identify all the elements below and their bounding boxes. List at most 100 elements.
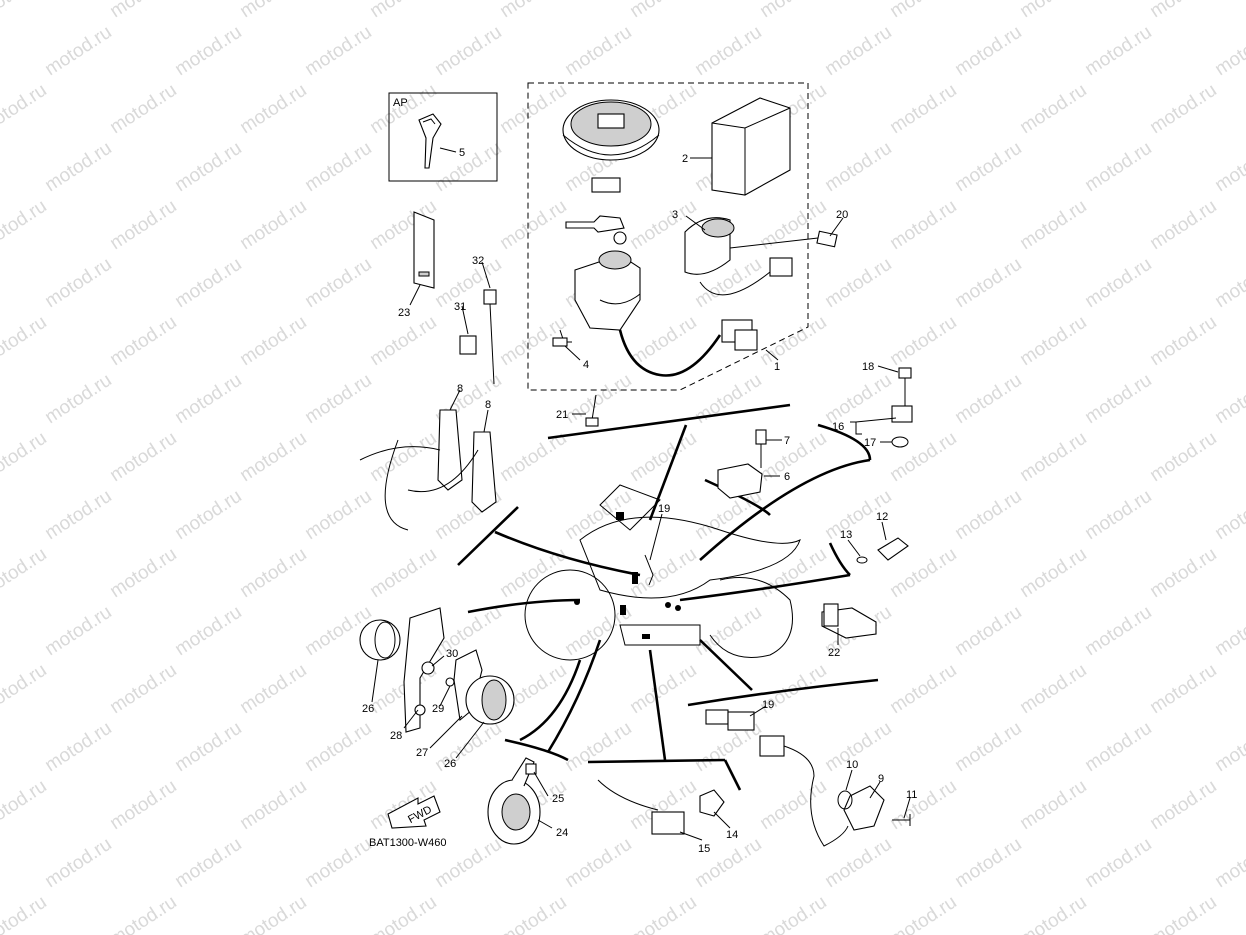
watermark-text: motod.ru <box>1016 776 1090 834</box>
watermark-text: motod.ru <box>0 0 51 22</box>
watermark-text: motod.ru <box>1016 312 1090 370</box>
watermark-text: motod.ru <box>1146 0 1220 22</box>
watermark-text: motod.ru <box>1081 254 1155 312</box>
watermark-text: motod.ru <box>106 80 180 138</box>
temperature-sensor-icon <box>891 367 913 448</box>
watermark-text: motod.ru <box>1211 370 1246 428</box>
watermark-text: motod.ru <box>691 22 765 80</box>
watermark-text: motod.ru <box>1146 196 1220 254</box>
watermark-text: motod.ru <box>951 138 1025 196</box>
watermark-text: motod.ru <box>106 0 180 22</box>
ignition-switch-icon <box>574 250 758 377</box>
callout-14: 14 <box>726 829 738 841</box>
watermark-text: motod.ru <box>951 602 1025 660</box>
watermark-text: motod.ru <box>756 196 830 254</box>
watermark-text: motod.ru <box>301 138 375 196</box>
watermark-text: motod.ru <box>496 892 570 935</box>
watermark-text: motod.ru <box>821 718 895 776</box>
callout-26a: 26 <box>362 703 374 715</box>
relay-bracket-icon <box>821 603 877 639</box>
watermark-text: motod.ru <box>301 254 375 312</box>
watermark-text: motod.ru <box>756 312 830 370</box>
watermark-text: motod.ru <box>106 776 180 834</box>
watermark-text: motod.ru <box>1016 660 1090 718</box>
watermark-text: motod.ru <box>41 486 115 544</box>
watermark-text: motod.ru <box>1081 486 1155 544</box>
watermark-text: motod.ru <box>951 718 1025 776</box>
watermark-text: motod.ru <box>236 80 310 138</box>
watermark-text: motod.ru <box>1211 22 1246 80</box>
watermark-text: motod.ru <box>496 80 570 138</box>
watermark-text: motod.ru <box>1081 602 1155 660</box>
callout-labels: 1 2 3 4 5 6 7 8 8 9 10 11 12 13 14 15 16… <box>362 147 917 855</box>
bolt-21-icon <box>585 394 599 427</box>
watermark-text: motod.ru <box>821 22 895 80</box>
watermark-text: motod.ru <box>0 312 51 370</box>
watermark-text: motod.ru <box>496 196 570 254</box>
watermark-text: motod.ru <box>366 0 440 22</box>
pressure-switch-icon <box>597 779 725 835</box>
callout-10: 10 <box>846 759 858 771</box>
callout-11: 11 <box>906 789 917 801</box>
callout-19a: 19 <box>658 503 670 515</box>
callout-5: 5 <box>459 147 465 159</box>
watermark-text: motod.ru <box>561 834 635 892</box>
callout-24: 24 <box>556 827 568 839</box>
watermark-text: motod.ru <box>41 138 115 196</box>
watermark-text: motod.ru <box>756 776 830 834</box>
clip-icon <box>459 335 477 355</box>
diagram-code: BAT1300-W460 <box>369 837 446 849</box>
watermark-text: motod.ru <box>171 370 245 428</box>
callout-7: 7 <box>784 435 790 447</box>
watermark-text: motod.ru <box>756 0 830 22</box>
callout-18: 18 <box>862 361 874 373</box>
watermark-text: motod.ru <box>951 834 1025 892</box>
watermark-text: motod.ru <box>171 22 245 80</box>
watermark-text: motod.ru <box>0 892 51 935</box>
callout-20: 20 <box>836 209 848 221</box>
callout-26b: 26 <box>444 758 456 770</box>
watermark-text: motod.ru <box>1211 718 1246 776</box>
crank-sensor-icon <box>705 709 911 847</box>
watermark-text: motod.ru <box>1081 834 1155 892</box>
callout-25: 25 <box>552 793 564 805</box>
sensor-12-icon <box>856 537 909 564</box>
seat-lock-icon <box>565 177 627 245</box>
callout-21: 21 <box>556 409 568 421</box>
watermark-text: motod.ru <box>1016 544 1090 602</box>
callout-8a: 8 <box>457 383 463 395</box>
leader-lines <box>457 403 879 791</box>
watermark-text: motod.ru <box>821 138 895 196</box>
label-tag-icon <box>816 230 838 248</box>
watermark-text: motod.ru <box>171 254 245 312</box>
watermark-text: motod.ru <box>951 370 1025 428</box>
watermark-text: motod.ru <box>106 660 180 718</box>
watermark-text: motod.ru <box>756 892 830 935</box>
watermark-text: motod.ru <box>756 544 830 602</box>
watermark-text: motod.ru <box>301 718 375 776</box>
sensor-6-icon <box>717 429 767 499</box>
watermark-text: motod.ru <box>0 80 51 138</box>
callout-22: 22 <box>828 647 840 659</box>
callout-6: 6 <box>784 471 790 483</box>
watermark-text: motod.ru <box>1081 718 1155 776</box>
watermark-text: motod.ru <box>886 892 960 935</box>
watermark-text: motod.ru <box>886 428 960 486</box>
ap-label: AP <box>393 97 408 109</box>
watermark-text: motod.ru <box>41 602 115 660</box>
watermark-text: motod.ru <box>951 254 1025 312</box>
watermark-text: motod.ru <box>236 660 310 718</box>
speed-sensor-icon <box>359 409 497 531</box>
watermark-text: motod.ru <box>1146 892 1220 935</box>
watermark-text: motod.ru <box>1016 0 1090 22</box>
watermark-text: motod.ru <box>496 544 570 602</box>
watermark-text: motod.ru <box>1016 428 1090 486</box>
watermark-text: motod.ru <box>431 22 505 80</box>
callout-27: 27 <box>416 747 428 759</box>
watermark-text: motod.ru <box>0 776 51 834</box>
watermark-text: motod.ru <box>106 428 180 486</box>
watermark-text: motod.ru <box>1146 776 1220 834</box>
horn-bracket-assembly-icon <box>359 607 515 733</box>
watermark-text: motod.ru <box>561 486 635 544</box>
